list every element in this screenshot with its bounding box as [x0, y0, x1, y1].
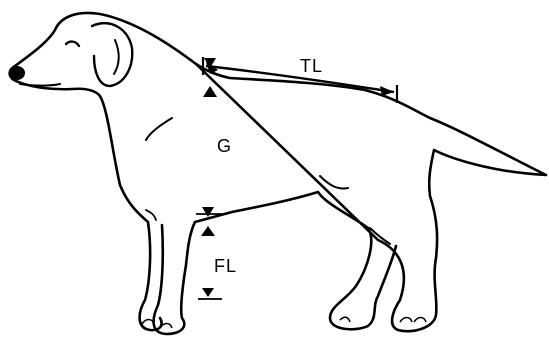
dog-eye	[66, 42, 79, 46]
dog-ear-inner	[114, 40, 119, 74]
dog-hind-toes	[340, 317, 426, 322]
withers-arrow	[203, 86, 217, 97]
dog-outline	[10, 13, 546, 334]
fl-label: FL	[214, 256, 237, 276]
dog-elbow-line	[146, 210, 156, 220]
girth-label: G	[217, 136, 232, 156]
tl-label: TL	[300, 56, 323, 76]
dog-ear	[92, 23, 132, 86]
dog-nose	[9, 66, 25, 80]
dog-front-toes	[142, 320, 172, 329]
dog-chest-line	[146, 118, 172, 140]
dog-mouth	[20, 84, 60, 86]
